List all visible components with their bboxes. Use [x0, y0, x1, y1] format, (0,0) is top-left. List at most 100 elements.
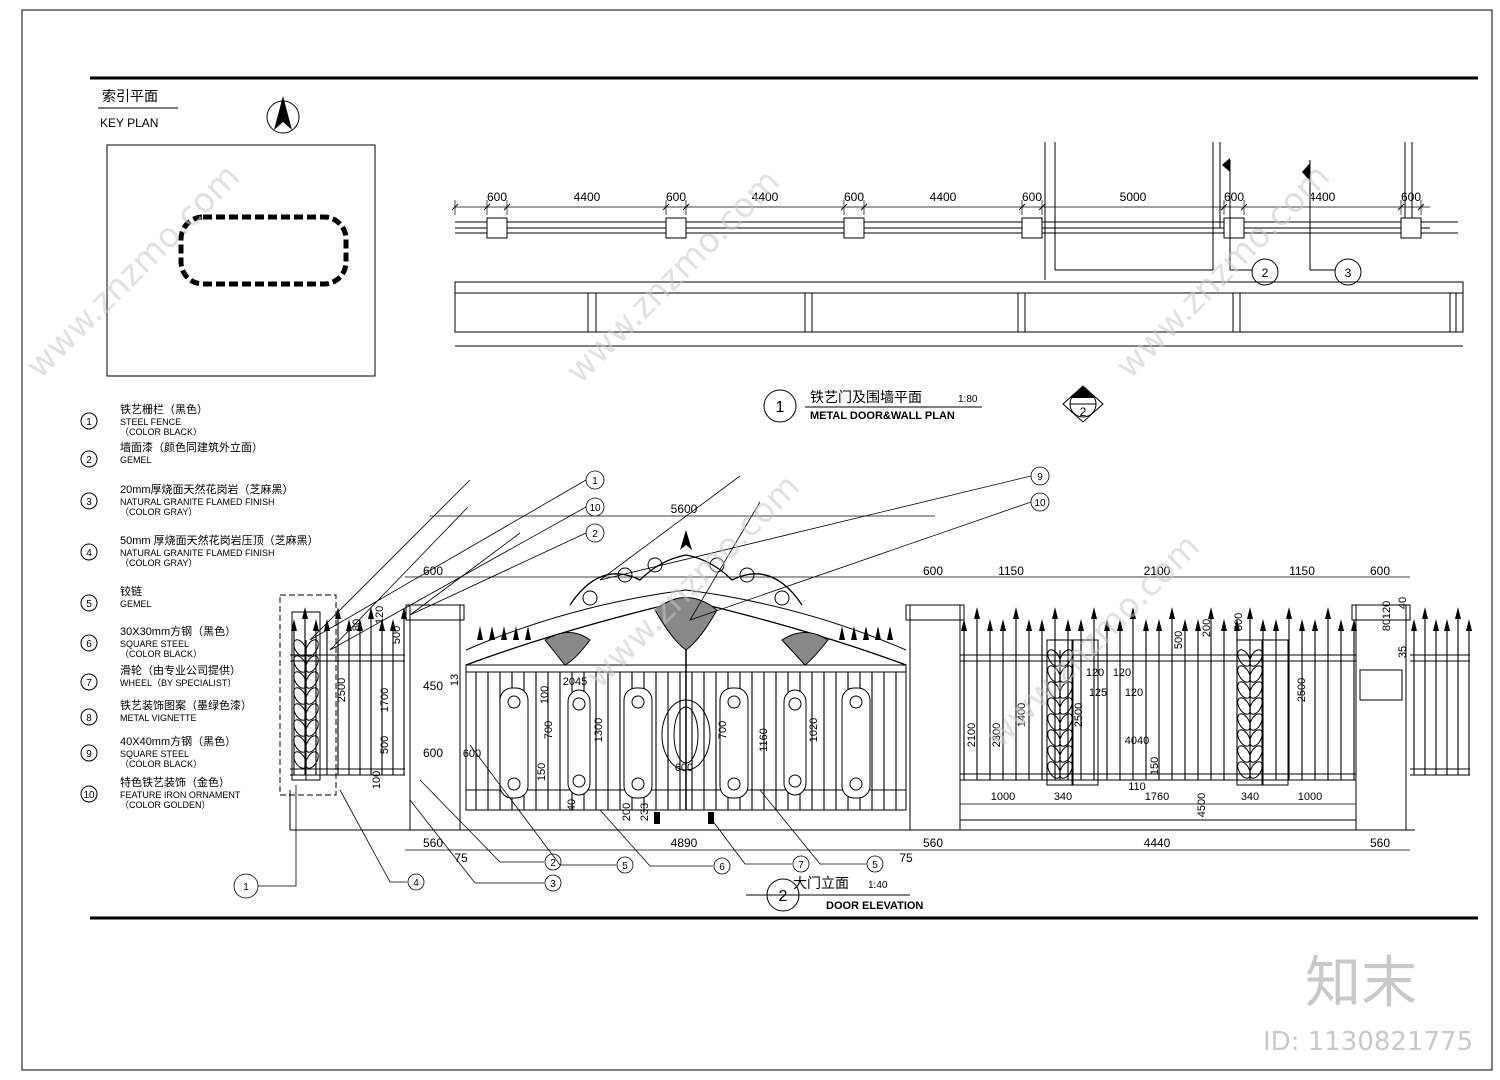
- picket-spear: [1169, 607, 1175, 619]
- misc-dimension: 600: [463, 748, 481, 760]
- legend-number-circle: [80, 785, 98, 803]
- legend-number-circle: [80, 708, 98, 726]
- leader-line: [469, 744, 616, 866]
- plan-post: [1021, 217, 1043, 239]
- picket-spear: [1422, 607, 1428, 619]
- picket-spear: [1455, 607, 1461, 619]
- elevation-dimension-vertical: 600: [423, 746, 443, 760]
- plan-number: 1: [776, 399, 785, 416]
- misc-dimension: 125: [1089, 687, 1107, 699]
- legend-number: 5: [86, 599, 92, 610]
- sheet-border: [21, 9, 1493, 1071]
- picket-spear: [302, 607, 308, 619]
- watermark-url-4: www.znzmo.com: [578, 466, 808, 696]
- misc-dimension: 120: [1113, 667, 1131, 679]
- misc-dimension: 110: [1128, 781, 1146, 793]
- legend-label-en-sub: （COLOR BLACK）: [120, 649, 202, 659]
- picket-spear: [1312, 619, 1318, 631]
- picket-spear: [1130, 607, 1136, 619]
- picket-spear: [1104, 619, 1110, 631]
- leader-line: [257, 785, 297, 887]
- misc-dimension: 200: [1201, 619, 1213, 637]
- gate-ornament-panel: [567, 689, 591, 796]
- picket-spear: [1156, 619, 1162, 631]
- elevation-dimension-fence-base: 340: [1054, 791, 1072, 803]
- elevation-dimension-small: 75: [454, 851, 468, 865]
- plan-dimension: 600: [487, 190, 507, 204]
- legend-label-cn: 40X40mm方钢（黑色）: [120, 734, 236, 748]
- legend-number: 7: [86, 678, 92, 689]
- gate-ornament-panel: [499, 687, 529, 799]
- picket-spear: [1273, 619, 1279, 631]
- watermark-brand: 知末: [1305, 951, 1417, 1016]
- elevation-dimension-vertical: 120: [1381, 601, 1393, 619]
- gate-dimension: 600: [675, 762, 693, 774]
- gate-dimension: 700: [543, 721, 555, 739]
- legend-label-cn: 30X30mm方钢（黑色）: [120, 624, 236, 638]
- legend-label-en: GEMEL: [120, 599, 152, 609]
- elevation-dimension-vertical: 35: [1397, 646, 1409, 658]
- legend-number: 2: [86, 455, 92, 466]
- picket-spear: [1433, 619, 1439, 631]
- legend-label-en: STEEL FENCE: [120, 417, 181, 427]
- picket-spear: [313, 619, 319, 631]
- callout-number: 10: [589, 503, 601, 514]
- legend-label-en: METAL VIGNETTE: [120, 713, 197, 723]
- picket-spear: [1234, 619, 1240, 631]
- leader-line: [689, 501, 1032, 621]
- key-plan-site-outline: [178, 214, 349, 287]
- picket-spear: [357, 619, 363, 631]
- callout-number: 2: [592, 529, 598, 540]
- picket-spear: [1052, 607, 1058, 619]
- leader-line: [599, 475, 1032, 581]
- elevation-dimension-vertical: 500: [391, 626, 403, 644]
- picket-spear: [1143, 619, 1149, 631]
- callout-number: 4: [413, 878, 419, 889]
- callout-number: 6: [719, 862, 725, 873]
- leader-line: [409, 799, 544, 884]
- callout-number: 2: [550, 858, 556, 869]
- elevation-dimension-vertical: 13: [449, 674, 461, 686]
- misc-dimension: 150: [1149, 757, 1161, 775]
- gate-dimension: 100: [539, 686, 551, 704]
- picket-spear: [335, 607, 341, 619]
- leader-line: [759, 789, 866, 865]
- key-plan-frame: [106, 144, 376, 377]
- legend-label-en: SQUARE STEEL: [120, 749, 189, 759]
- picket-spear: [1221, 619, 1227, 631]
- elevation-dimension-vertical: 2500: [1296, 678, 1308, 702]
- gate-ornament-panel: [719, 687, 749, 799]
- plan-dimension: 600: [1224, 190, 1244, 204]
- watermark-url-1: www.znzmo.com: [18, 156, 248, 386]
- elevation-dimension-small: 75: [899, 851, 913, 865]
- picket-spear: [987, 619, 993, 631]
- legend-number-circle: [80, 492, 98, 510]
- elevation-dimension-vertical: 2500: [336, 678, 348, 702]
- elevation-dimension-vertical: 100: [371, 771, 383, 789]
- elevation-scale: 1:40: [868, 880, 888, 891]
- gate-dimension: 2045: [563, 676, 587, 688]
- callout-number: 9: [1037, 472, 1043, 483]
- plan-dimension: 600: [1401, 190, 1421, 204]
- gate-dimension: 233: [639, 803, 651, 821]
- picket-spear: [1182, 619, 1188, 631]
- gate-ornament-panel: [623, 687, 653, 799]
- elevation-title: 2 大门立面 1:40 DOOR ELEVATION: [746, 875, 923, 912]
- legend-label-en-sub: （COLOR GRAY）: [120, 558, 197, 568]
- picket-spear: [390, 619, 396, 631]
- elevation-dimension-bottom: 4890: [671, 836, 698, 850]
- legend-number-circle: [80, 543, 98, 561]
- plan-dimension: 600: [666, 190, 686, 204]
- picket-spear: [1195, 619, 1201, 631]
- callout-circle: [792, 855, 810, 873]
- elevation-dimension-top: 1150: [998, 564, 1024, 578]
- elevation-title-en: DOOR ELEVATION: [826, 900, 923, 912]
- plan-post: [486, 217, 508, 239]
- legend-label-cn: 特色铁艺装饰（金色）: [120, 775, 230, 789]
- key-plan-title-en: KEY PLAN: [100, 116, 158, 130]
- elevation-dimension-top: 2100: [1144, 564, 1171, 578]
- plan-dimension: 4400: [752, 190, 779, 204]
